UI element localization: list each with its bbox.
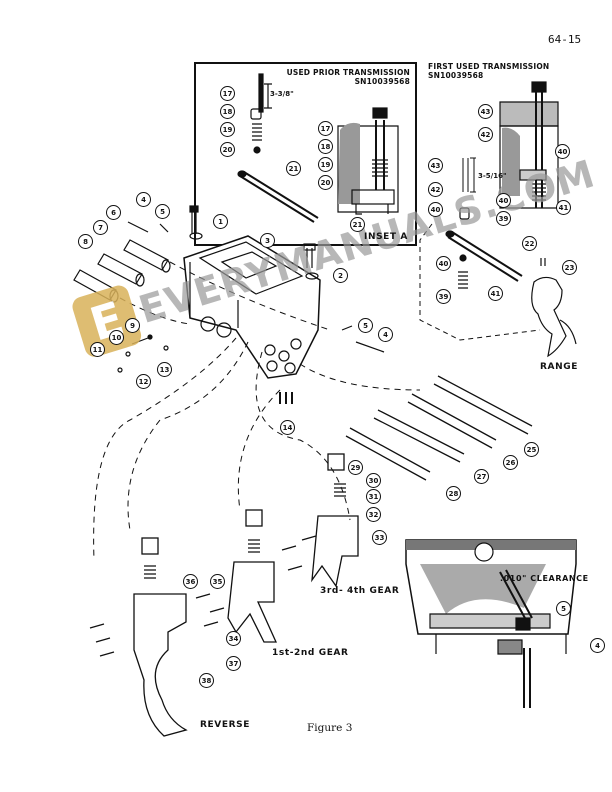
callout-12: 12	[136, 374, 151, 389]
first-used-parts	[445, 81, 559, 289]
callout-30: 30	[366, 473, 381, 488]
inset-a-heading: USED PRIOR TRANSMISSION SN10039568	[286, 68, 410, 86]
callout-7: 7	[93, 220, 108, 235]
callout-3: 3	[260, 233, 275, 248]
callout-19a: 19	[220, 122, 235, 137]
first-used-dashed-boundary	[419, 223, 541, 341]
callout-17b: 17	[318, 121, 333, 136]
transmission-housing	[183, 235, 321, 379]
first-used-dimension: 3-5/16"	[478, 172, 507, 180]
callout-18a: 18	[220, 104, 235, 119]
callout-32: 32	[366, 507, 381, 522]
callout-35: 35	[210, 574, 225, 589]
callout-37: 37	[226, 656, 241, 671]
callout-19b: 19	[318, 157, 333, 172]
figure-caption: Figure 3	[307, 722, 353, 734]
callout-21a: 21	[286, 161, 301, 176]
callout-39b: 39	[496, 211, 511, 226]
callout-11: 11	[90, 342, 105, 357]
callout-13: 13	[157, 362, 172, 377]
page-number: 64-15	[548, 33, 582, 46]
inset-a-frame	[194, 62, 417, 246]
inset-a-dimension: 3-3/8"	[270, 90, 294, 98]
first-used-heading: FIRST USED TRANSMISSION SN10039568	[428, 62, 549, 80]
callout-34: 34	[226, 631, 241, 646]
callout-27: 27	[474, 469, 489, 484]
range-fork	[531, 258, 577, 358]
callout-9: 9	[125, 318, 140, 333]
inset-a-heading-line1: USED PRIOR TRANSMISSION	[286, 68, 410, 77]
callout-5a: 5	[155, 204, 170, 219]
gear-12-label: 1st-2nd GEAR	[272, 648, 349, 658]
callout-14: 14	[280, 420, 295, 435]
callout-39a: 39	[436, 289, 451, 304]
callout-6: 6	[106, 205, 121, 220]
clearance-inset	[405, 539, 577, 708]
callout-31: 31	[366, 489, 381, 504]
callout-28: 28	[446, 486, 461, 501]
inset-a-parts	[237, 73, 399, 223]
callout-17a: 17	[220, 86, 235, 101]
callout-26: 26	[503, 455, 518, 470]
callout-25: 25	[524, 442, 539, 457]
callout-40d: 40	[555, 144, 570, 159]
callout-41a: 41	[488, 286, 503, 301]
callout-5b: 5	[358, 318, 373, 333]
inset-a-label: INSET A	[364, 232, 408, 242]
callout-40c: 40	[496, 193, 511, 208]
callout-40b: 40	[436, 256, 451, 271]
callout-23: 23	[562, 260, 577, 275]
callout-8: 8	[78, 234, 93, 249]
first-used-heading-line1: FIRST USED TRANSMISSION	[428, 62, 550, 71]
callout-41b: 41	[556, 200, 571, 215]
clearance-label: .010" CLEARANCE	[500, 574, 589, 583]
callout-4a: 4	[136, 192, 151, 207]
range-label: RANGE	[540, 362, 578, 372]
callout-20a: 20	[220, 142, 235, 157]
shift-rails	[345, 375, 533, 481]
callout-1: 1	[213, 214, 228, 229]
callout-29: 29	[348, 460, 363, 475]
callout-36: 36	[183, 574, 198, 589]
callout-38: 38	[199, 673, 214, 688]
reverse-label: REVERSE	[200, 720, 250, 730]
first-used-heading-line2: SN10039568	[428, 71, 484, 80]
gear-34-label: 3rd- 4th GEAR	[320, 586, 400, 596]
callout-10: 10	[109, 330, 124, 345]
callout-5c: 5	[556, 601, 571, 616]
callout-2: 2	[333, 268, 348, 283]
callout-18b: 18	[318, 139, 333, 154]
inset-a-heading-line2: SN10039568	[354, 77, 410, 86]
callout-43b: 43	[478, 104, 493, 119]
callout-40a: 40	[428, 202, 443, 217]
callout-21b: 21	[350, 217, 365, 232]
callout-33: 33	[372, 530, 387, 545]
callout-4b: 4	[378, 327, 393, 342]
callout-20b: 20	[318, 175, 333, 190]
callout-42b: 42	[478, 127, 493, 142]
callout-43a: 43	[428, 158, 443, 173]
callout-42a: 42	[428, 182, 443, 197]
forks	[89, 453, 359, 737]
callout-4c: 4	[590, 638, 605, 653]
callout-22: 22	[522, 236, 537, 251]
dashed-leaders	[93, 261, 421, 561]
